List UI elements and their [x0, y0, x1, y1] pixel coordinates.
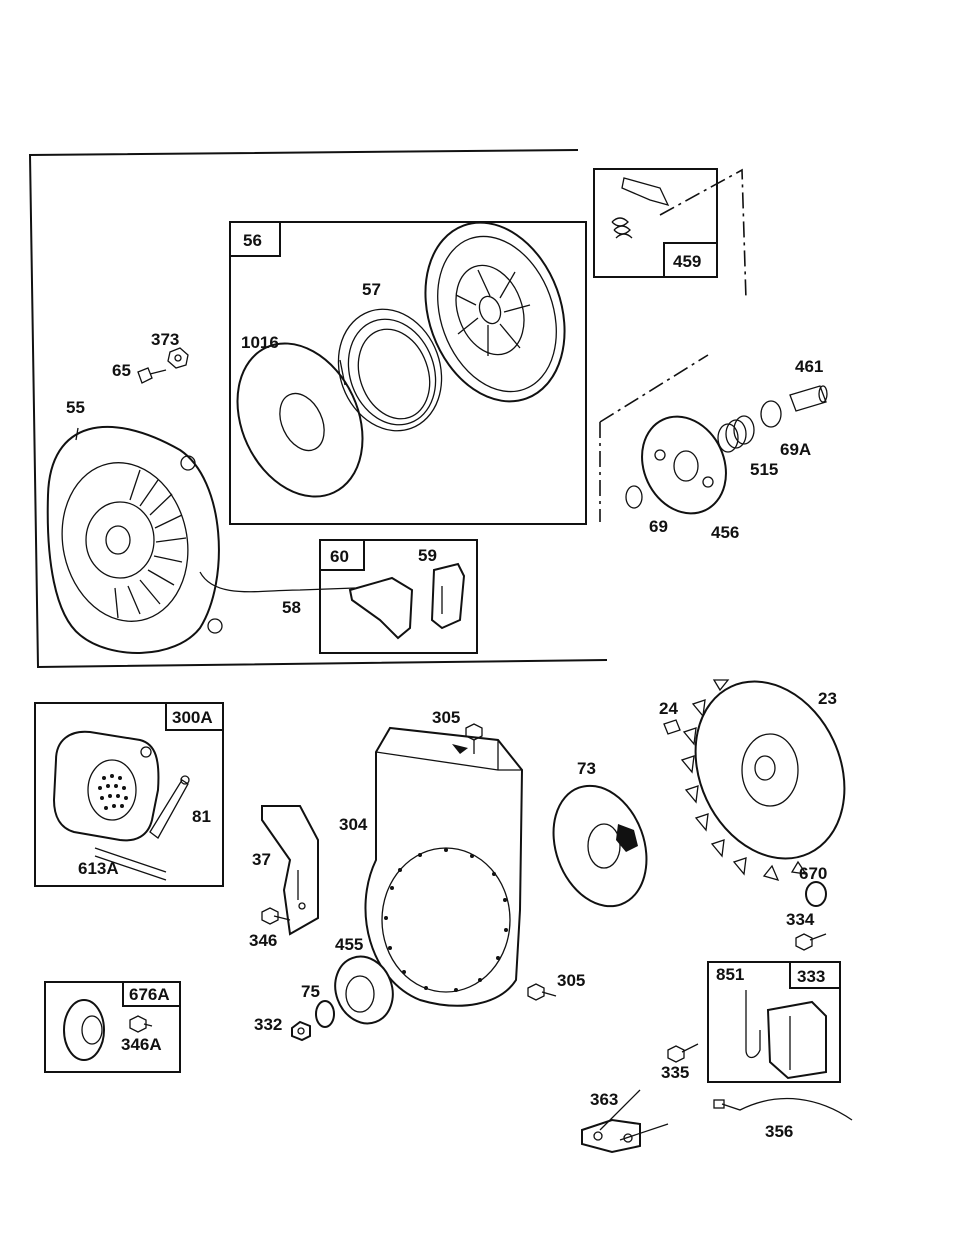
box-459: 459 — [594, 169, 717, 277]
box-300a-label: 300A — [172, 708, 213, 727]
label-304: 304 — [339, 815, 368, 834]
label-58: 58 — [282, 598, 301, 617]
label-373: 373 — [151, 330, 179, 349]
part-69-washer — [626, 486, 642, 508]
part-851-wire — [746, 990, 760, 1058]
part-24-key — [664, 720, 680, 734]
box-56-label: 56 — [243, 231, 262, 250]
part-58-rope — [200, 572, 355, 592]
label-69a: 69A — [780, 440, 811, 459]
label-456: 456 — [711, 523, 739, 542]
label-346: 346 — [249, 931, 277, 950]
label-55: 55 — [66, 398, 85, 417]
label-37: 37 — [252, 850, 271, 869]
label-670: 670 — [799, 864, 827, 883]
label-515: 515 — [750, 460, 778, 479]
box-333-label: 333 — [797, 967, 825, 986]
part-461-pin — [790, 386, 827, 411]
label-1016: 1016 — [241, 333, 279, 352]
part-starter-handle — [350, 578, 412, 638]
box-300a: 300A — [35, 703, 223, 886]
box-60: 60 — [320, 540, 477, 653]
label-73: 73 — [577, 759, 596, 778]
label-332: 332 — [254, 1015, 282, 1034]
label-81: 81 — [192, 807, 211, 826]
label-69: 69 — [649, 517, 668, 536]
label-75: 75 — [301, 982, 320, 1001]
label-334: 334 — [786, 910, 815, 929]
label-461: 461 — [795, 357, 823, 376]
part-37-baffle — [262, 806, 318, 934]
part-333-armature — [768, 1002, 826, 1078]
box-676a-label: 676A — [129, 985, 170, 1004]
part-332-nut — [292, 1022, 310, 1040]
part-305-screw-side — [528, 984, 556, 1000]
part-346a-screw — [130, 1016, 152, 1032]
part-23-flywheel — [668, 657, 873, 883]
part-613a-muffler — [54, 732, 166, 880]
dash-line-459 — [660, 170, 746, 300]
part-75-washer — [316, 1001, 334, 1027]
box-459-label: 459 — [673, 252, 701, 271]
part-55-housing — [48, 427, 222, 653]
label-24: 24 — [659, 699, 678, 718]
part-334-screw — [796, 934, 826, 950]
box-676a: 676A — [45, 982, 180, 1072]
part-670-spacer — [806, 882, 826, 906]
label-23: 23 — [818, 689, 837, 708]
label-356: 356 — [765, 1122, 793, 1141]
box-60-label: 60 — [330, 547, 349, 566]
label-57: 57 — [362, 280, 381, 299]
part-65-bolt — [138, 368, 166, 383]
part-335-screw — [668, 1044, 698, 1062]
part-373-nut — [168, 348, 188, 368]
part-59-insert — [432, 564, 464, 628]
box-56: 56 — [214, 203, 589, 524]
label-335: 335 — [661, 1063, 689, 1082]
label-305-top: 305 — [432, 708, 460, 727]
part-515-spring — [718, 416, 754, 452]
label-59: 59 — [418, 546, 437, 565]
label-305-side: 305 — [557, 971, 585, 990]
label-346a: 346A — [121, 1035, 162, 1054]
part-456-ratchet — [627, 403, 742, 527]
part-356-wire — [714, 1099, 852, 1120]
label-613a: 613A — [78, 859, 119, 878]
label-455: 455 — [335, 935, 363, 954]
label-851: 851 — [716, 965, 744, 984]
label-65: 65 — [112, 361, 131, 380]
label-363: 363 — [590, 1090, 618, 1109]
part-304-blower-housing — [365, 728, 522, 1006]
part-73-screen — [537, 773, 662, 920]
part-69a-washer — [761, 401, 781, 427]
part-676a-guard — [64, 1000, 104, 1060]
